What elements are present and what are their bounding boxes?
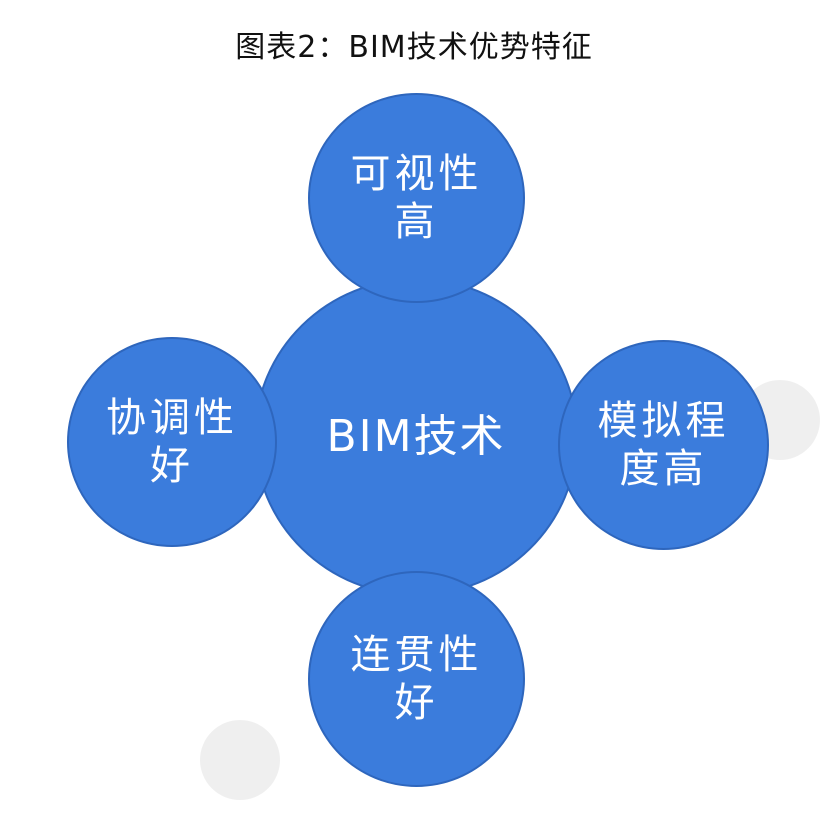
bottom-node: 连贯性好 (308, 571, 525, 787)
right-node-label: 模拟程度高 (597, 398, 730, 492)
left-node-label: 协调性好 (106, 395, 238, 489)
top-node-label: 可视性高 (350, 151, 483, 245)
left-node: 协调性好 (67, 337, 277, 547)
center-node-label: BIM技术 (326, 411, 506, 462)
top-node: 可视性高 (308, 93, 525, 303)
diagram-title: 图表2：BIM技术优势特征 (235, 30, 593, 65)
bottom-node-label: 连贯性好 (350, 632, 483, 726)
center-node: BIM技术 (254, 278, 578, 596)
right-node: 模拟程度高 (558, 340, 769, 550)
